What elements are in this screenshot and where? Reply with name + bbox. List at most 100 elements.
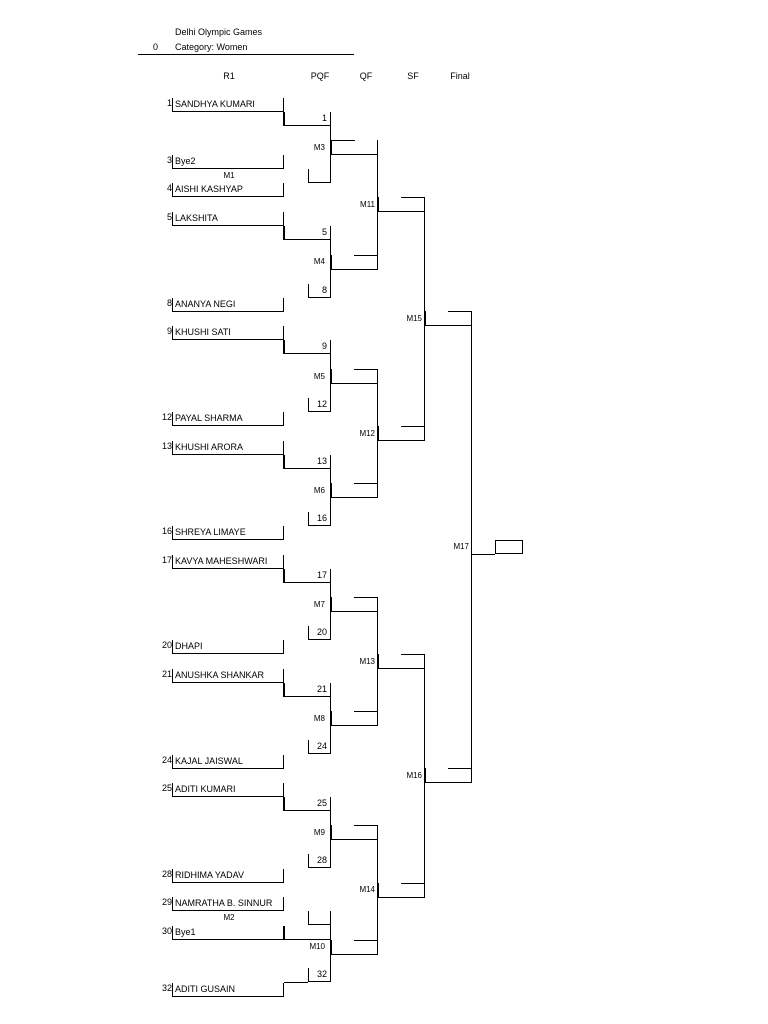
connector <box>284 982 308 983</box>
match-label-m2: M2 <box>223 913 235 922</box>
seed-number: 20 <box>161 640 172 650</box>
connector <box>283 797 284 811</box>
pqf-slot[interactable]: 32 <box>308 968 331 982</box>
player-entry[interactable]: DHAPI <box>172 640 284 654</box>
player-entry[interactable]: KAJAL JAISWAL <box>172 755 284 769</box>
player-entry[interactable]: SANDHYA KUMARI <box>172 98 284 112</box>
connector <box>330 925 331 982</box>
col-r1: R1 <box>223 71 235 81</box>
connector <box>354 940 378 941</box>
seed-number: 24 <box>161 755 172 765</box>
connector <box>424 669 425 898</box>
player-entry[interactable]: KHUSHI SATI <box>172 326 284 340</box>
match-label-qf: M12 <box>359 429 375 438</box>
connector <box>354 711 378 712</box>
pqf-slot[interactable]: 5 <box>284 226 331 240</box>
pqf-slot[interactable]: 17 <box>284 569 331 583</box>
connector <box>330 126 331 183</box>
seed-number: 25 <box>161 783 172 793</box>
qf-slot[interactable] <box>331 255 378 270</box>
match-label-pqf: M5 <box>313 372 325 381</box>
connector <box>283 926 284 940</box>
player-entry[interactable]: SHREYA LIMAYE <box>172 526 284 540</box>
connector <box>401 197 425 198</box>
qf-slot[interactable] <box>331 825 378 840</box>
final-slot[interactable] <box>425 311 472 326</box>
champion-slot[interactable] <box>495 540 523 554</box>
player-entry[interactable]: KAVYA MAHESHWARI <box>172 555 284 569</box>
pqf-slot[interactable]: 1 <box>284 112 331 126</box>
seed-number: 30 <box>161 926 172 936</box>
header-rule <box>138 54 354 55</box>
qf-slot[interactable] <box>331 369 378 384</box>
match-label-sf: M16 <box>406 771 422 780</box>
seed-number: 3 <box>166 155 172 165</box>
match-label-qf: M11 <box>360 200 375 209</box>
match-label-pqf: M4 <box>313 257 325 266</box>
qf-slot[interactable] <box>331 140 378 155</box>
connector <box>377 612 378 726</box>
category-label: Category: Women <box>175 42 248 52</box>
connector <box>377 840 378 955</box>
pqf-slot[interactable]: 9 <box>284 340 331 354</box>
pqf-slot[interactable]: 28 <box>308 854 331 868</box>
pqf-slot[interactable] <box>308 911 331 925</box>
match-label-pqf: M8 <box>313 714 325 723</box>
pqf-slot[interactable]: 24 <box>308 740 331 754</box>
match-label-final: M17 <box>453 542 469 551</box>
player-entry[interactable]: ADITI GUSAIN <box>172 983 284 997</box>
seed-number: 1 <box>166 98 172 108</box>
connector <box>330 469 331 526</box>
seed-number: 32 <box>161 983 172 993</box>
connector <box>354 483 378 484</box>
seed-number: 21 <box>161 669 172 679</box>
final-slot[interactable] <box>425 768 472 783</box>
seed-number: 16 <box>161 526 172 536</box>
col-sf: SF <box>407 71 419 81</box>
match-label-sf: M15 <box>406 314 422 323</box>
qf-slot[interactable] <box>331 483 378 498</box>
qf-slot[interactable] <box>331 940 378 955</box>
player-entry[interactable]: PAYAL SHARMA <box>172 412 284 426</box>
match-label-pqf: M9 <box>313 828 325 837</box>
sf-slot[interactable] <box>378 197 425 212</box>
player-entry[interactable]: RIDHIMA YADAV <box>172 869 284 883</box>
connector <box>448 311 472 312</box>
pqf-slot[interactable]: 13 <box>284 455 331 469</box>
player-entry[interactable]: ANANYA NEGI <box>172 298 284 312</box>
pqf-slot[interactable]: 20 <box>308 626 331 640</box>
connector <box>401 654 425 655</box>
sf-slot[interactable] <box>378 883 425 898</box>
sf-slot[interactable] <box>378 654 425 669</box>
player-entry[interactable]: AISHI KASHYAP <box>172 183 284 197</box>
pqf-slot[interactable]: 12 <box>308 398 331 412</box>
seed-number: 12 <box>161 412 172 422</box>
pqf-slot[interactable]: 16 <box>308 512 331 526</box>
col-pqf: PQF <box>310 71 330 81</box>
player-entry[interactable]: Bye1 <box>172 926 284 940</box>
pqf-slot[interactable]: 8 <box>308 284 331 298</box>
pqf-slot[interactable] <box>284 926 331 940</box>
connector <box>283 112 284 126</box>
player-entry[interactable]: NAMRATHA B. SINNUR <box>172 897 284 911</box>
connector <box>354 597 378 598</box>
seed-number: 28 <box>161 869 172 879</box>
player-entry[interactable]: Bye2 <box>172 155 284 169</box>
qf-slot[interactable] <box>331 711 378 726</box>
pqf-slot[interactable]: 21 <box>284 683 331 697</box>
pqf-slot[interactable] <box>308 169 331 183</box>
player-entry[interactable]: LAKSHITA <box>172 212 284 226</box>
player-entry[interactable]: KHUSHI ARORA <box>172 441 284 455</box>
pqf-slot[interactable]: 25 <box>284 797 331 811</box>
connector <box>283 569 284 583</box>
qf-slot[interactable] <box>331 597 378 612</box>
sf-slot[interactable] <box>378 426 425 441</box>
match-label-pqf: M7 <box>313 600 325 609</box>
connector <box>283 455 284 469</box>
seed-number: 4 <box>166 183 172 193</box>
connector <box>330 240 331 298</box>
player-entry[interactable]: ADITI KUMARI <box>172 783 284 797</box>
connector <box>330 811 331 868</box>
player-entry[interactable]: ANUSHKA SHANKAR <box>172 669 284 683</box>
